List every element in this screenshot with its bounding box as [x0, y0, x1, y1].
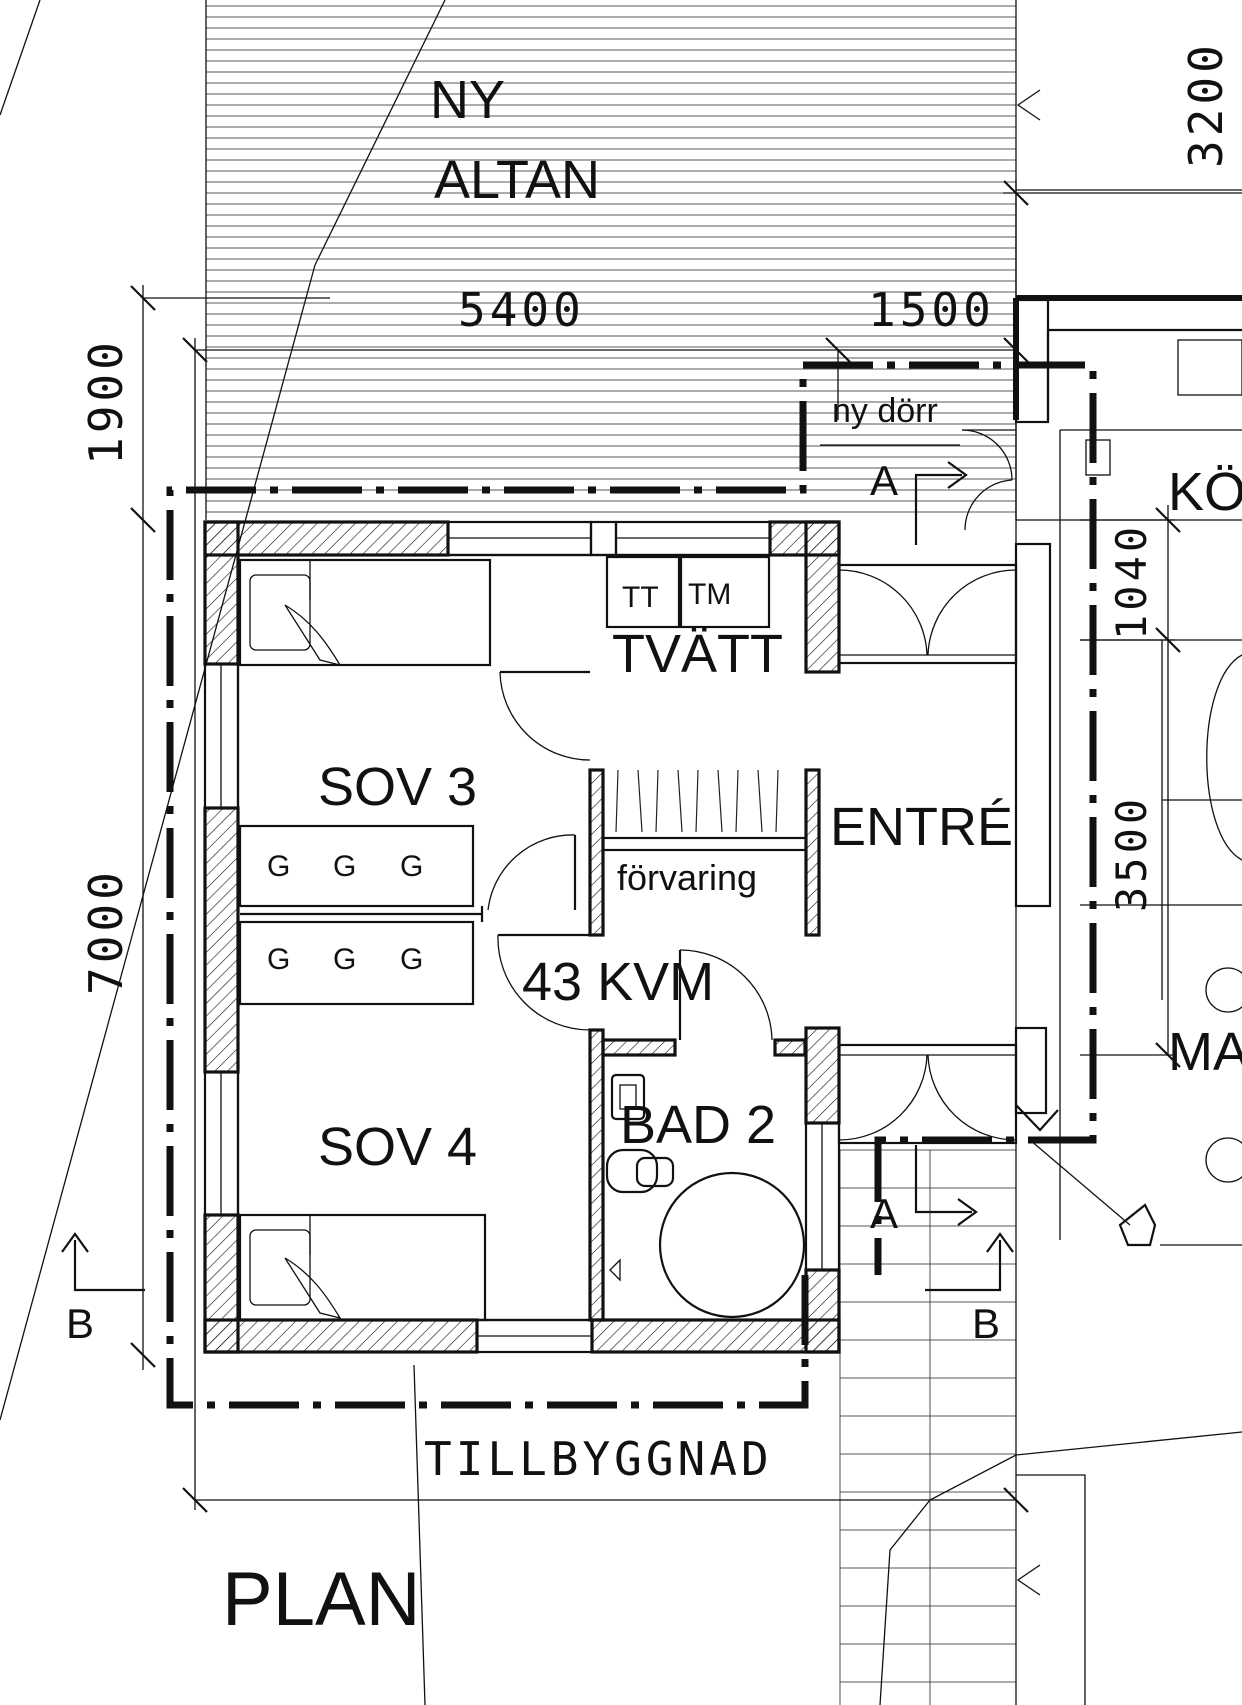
hatch-line [677, 769, 683, 833]
beds [238, 558, 492, 1322]
section-b-label: B [972, 1300, 1000, 1347]
dimension-5400: 5400 [458, 283, 585, 337]
label-area: 43 KVM [522, 952, 714, 1012]
stair-lines [839, 1149, 1016, 1705]
label-tvatt: TVÄTT [612, 624, 783, 684]
dimension-7000: 7000 [79, 868, 133, 995]
existing-wall-strips [1014, 542, 1059, 1132]
label-g: G [267, 943, 290, 976]
hatch-line [695, 769, 699, 833]
hatch-line [717, 769, 723, 833]
dimension-lines [130, 180, 1242, 1705]
label-g: G [267, 850, 290, 883]
label-altan: ALTAN [434, 150, 600, 210]
label-tm: TM [688, 578, 731, 611]
dimension-3200: 3200 [1179, 41, 1233, 168]
extension-boundary [166, 361, 1097, 1409]
wardrobes [238, 824, 484, 1006]
dimension-1900: 1900 [79, 338, 133, 465]
section-markers [61, 461, 1014, 1292]
entry-arrows [1016, 89, 1086, 1705]
label-tt: TT [622, 581, 659, 614]
label-g: G [400, 943, 423, 976]
dimension-3500: 3500 [1107, 795, 1156, 912]
label-bad2: BAD 2 [620, 1095, 776, 1155]
hatch-line [615, 769, 619, 833]
dimension-tillbyggnad: TILLBYGGNAD [424, 1432, 773, 1486]
label-g: G [333, 850, 356, 883]
storage-shelves [601, 769, 808, 852]
dimension-1500: 1500 [868, 283, 995, 337]
deck-planks [206, 5, 1016, 513]
label-ny: NY [430, 70, 505, 130]
hatch-line [735, 769, 739, 833]
doors [487, 429, 1018, 1145]
extension-walls [203, 520, 841, 1354]
hatch-line [757, 769, 763, 833]
section-b-label: B [66, 1300, 94, 1347]
section-a-label: A [870, 1190, 898, 1237]
bathroom-fixtures [605, 1073, 806, 1319]
label-ny-dorr: ny dörr [832, 392, 938, 430]
label-sov3: SOV 3 [318, 757, 477, 817]
dimension-1040: 1040 [1107, 523, 1156, 640]
label-entre: ENTRÉ [830, 797, 1013, 857]
label-g: G [400, 850, 423, 883]
hatch-line [775, 769, 779, 833]
label-g: G [333, 943, 356, 976]
label-ma: MA [1168, 1022, 1242, 1082]
label-sov4: SOV 4 [318, 1117, 477, 1177]
windows [203, 520, 841, 1354]
hatch-line [655, 769, 659, 833]
laundry-appliances [605, 555, 771, 629]
hatch-line [637, 769, 643, 833]
label-forvaring: förvaring [617, 857, 757, 898]
label-ko: KÖ [1168, 462, 1242, 522]
label-plan: PLAN [222, 1557, 421, 1642]
section-a-label: A [870, 457, 898, 504]
